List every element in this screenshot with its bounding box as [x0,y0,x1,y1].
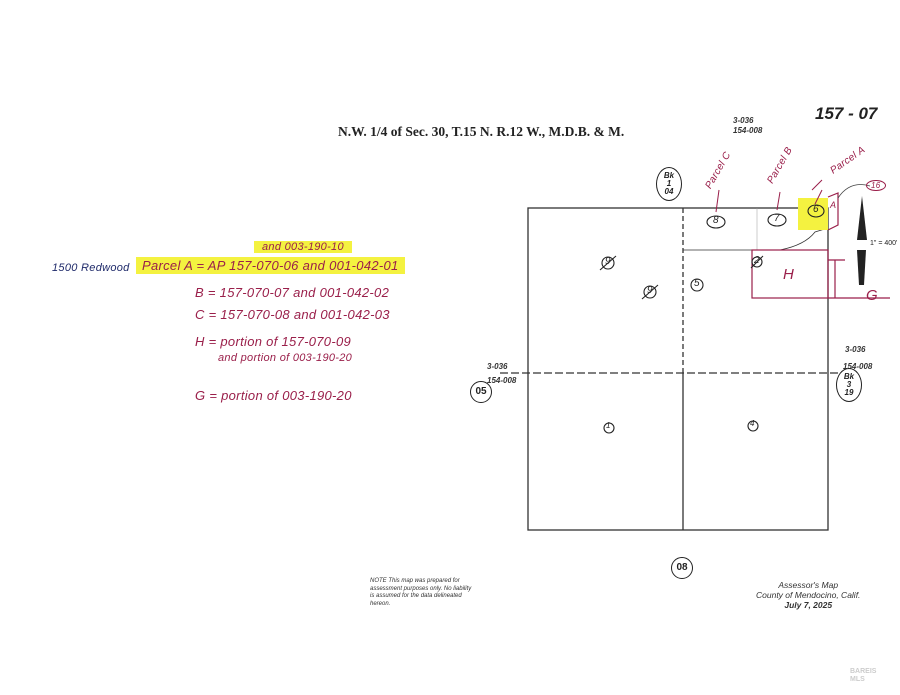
area-a-label: A [830,200,837,210]
assessor-county: County of Mendocino, Calif. [756,590,861,600]
area-h-line-2: and portion of 003-190-20 [218,352,353,364]
bk-label: Bk [663,171,675,180]
right-reference-1: 3-036 [845,345,866,354]
scale-label: 1" = 400' [870,240,898,247]
parcel-7: 7 [774,213,780,224]
parcel-9b: 9 [647,285,653,296]
assessor-date: July 7, 2025 [784,600,833,610]
bk-number: 3 [846,380,852,389]
area-g-line: G = portion of 003-190-20 [195,388,352,403]
map-title: N.W. 1/4 of Sec. 30, T.15 N. R.12 W., M.… [338,124,625,139]
parcel-9a: 9 [605,256,611,267]
bk-map: 19 [844,388,854,397]
note-line: assessment purposes only. No liability [370,585,472,592]
area-g-label: G [866,287,878,304]
parcel-2: 2 [754,255,760,266]
bk-label: Bk [843,372,855,381]
north-arrow-icon [857,196,867,240]
area-g-outline [828,259,890,299]
block-3-19: Bk 3 19 [836,368,862,402]
tag-16: 16 [866,180,886,191]
parcel-4: 4 [750,419,755,428]
parcel-a-line: Parcel A = AP 157-070-06 and 001-042-01 [136,257,405,274]
parcel-5: 5 [694,278,700,289]
adjacent-map-label: 05 [475,386,487,397]
parcel-8: 8 [713,215,719,226]
parcel-b-line: B = 157-070-07 and 001-042-02 [195,285,390,300]
area-h-label: H [783,266,795,283]
right-reference-2: 154-008 [843,362,873,371]
bk-map: 04 [664,187,674,196]
adjacent-map-08: 08 [671,557,693,579]
area-h-line-1: H = portion of 157-070-09 [195,334,352,349]
parcel-c-line: C = 157-070-08 and 001-042-03 [195,307,390,322]
note-line: is assumed for the data delineated [370,593,462,599]
top-reference-2: 154-008 [733,126,763,135]
map-number: 157 - 07 [815,104,878,123]
left-reference-2: 154-008 [487,376,517,385]
note-line: hereon. [370,600,391,607]
assessor-title: Assessor's Map [778,580,839,590]
address-note: 1500 Redwood [52,262,130,274]
section-boundary [527,207,829,531]
parcel-1: 1 [606,421,611,430]
bk-number: 1 [666,179,672,188]
parcel-a-extra: and 003-190-10 [254,241,352,253]
adjacent-map-05: 05 [470,381,492,403]
adjacent-map-label: 08 [676,562,688,573]
parcel-6: 6 [813,204,819,215]
disclaimer-note: NOTE This map was prepared for assessmen… [370,578,471,608]
left-reference-1: 3-036 [487,362,508,371]
area-h-outline [751,249,829,299]
block-1-04: Bk 1 04 [656,167,682,201]
watermark-logo: BAREIS MLS [850,668,877,683]
assessor-block: Assessor's Map County of Mendocino, Cali… [756,580,860,610]
note-line: NOTE This map was prepared for [370,578,460,584]
top-reference-1: 3-036 [733,116,754,125]
